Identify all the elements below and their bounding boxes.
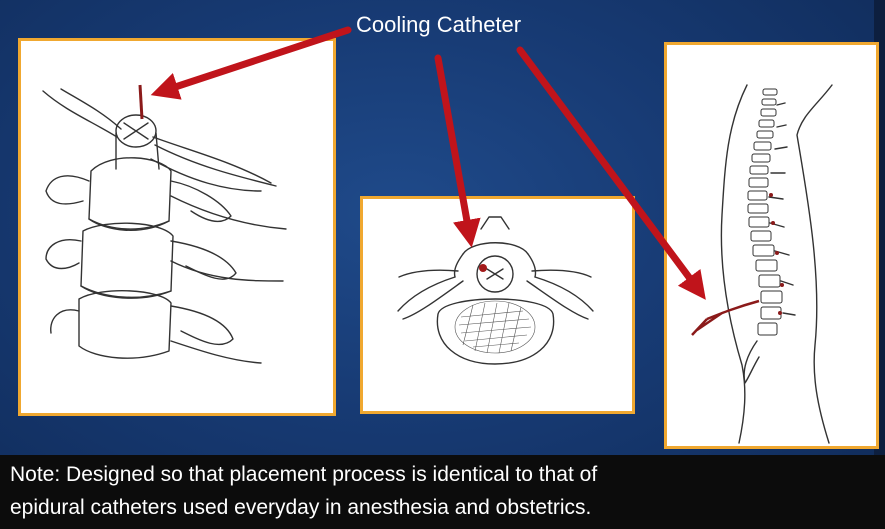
note-line-1: Note: Designed so that placement process… xyxy=(10,463,597,487)
vertebrae-lateral-illustration xyxy=(18,38,336,416)
spine-sagittal-drawing xyxy=(667,45,876,446)
callout-label: Cooling Catheter xyxy=(356,12,521,38)
vertebra-axial-drawing xyxy=(363,199,632,411)
vertebrae-lateral-drawing xyxy=(21,41,333,413)
vertebra-axial-illustration xyxy=(360,196,635,414)
note-line-2: epidural catheters used everyday in anes… xyxy=(10,496,591,520)
spine-sagittal-illustration xyxy=(664,42,879,449)
